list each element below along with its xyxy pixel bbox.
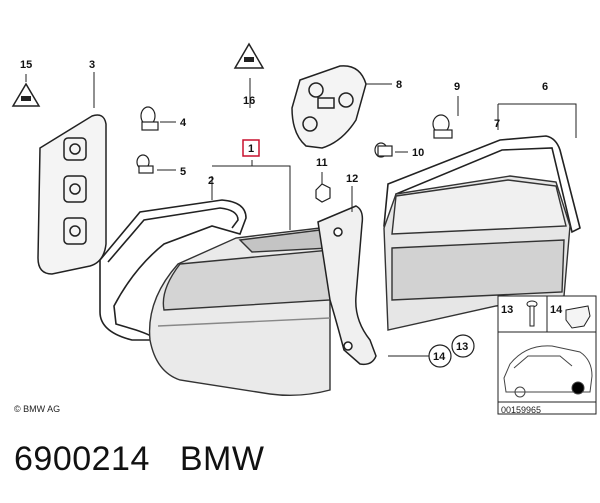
tail-light-part-6 <box>383 175 571 331</box>
callout-8: 8 <box>396 79 402 91</box>
lamp-carrier-part-8 <box>291 65 367 149</box>
gasket-part-7 <box>383 135 581 234</box>
inset-box <box>497 295 597 415</box>
callout-11: 11 <box>316 157 328 169</box>
bulb-part-9 <box>432 114 453 139</box>
callout-6: 6 <box>542 81 548 93</box>
parts-diagram: 15 3 4 5 16 8 9 6 7 10 11 12 2 1 13 14 1… <box>11 42 597 415</box>
callout-10: 10 <box>412 147 424 159</box>
warning-triangle-icon <box>233 42 265 69</box>
callout-12: 12 <box>346 173 358 185</box>
callout-1-highlight <box>242 139 260 157</box>
callout-4: 4 <box>180 117 187 129</box>
callout-3: 3 <box>89 59 95 71</box>
callout-16: 16 <box>243 95 255 107</box>
part-number: 6900214 <box>14 440 150 478</box>
callout-13b: 13 <box>456 341 468 353</box>
callout-14b: 14 <box>433 351 446 363</box>
leader-lines <box>25 72 577 357</box>
car-location-icon <box>503 345 593 398</box>
callout-9: 9 <box>454 81 460 93</box>
bulb-part-5 <box>136 154 154 174</box>
circled-callout-13: 13 <box>451 334 475 358</box>
bulb-part-4 <box>140 106 159 131</box>
callout-2: 2 <box>208 175 214 187</box>
clip-part-14 <box>565 305 591 329</box>
warning-triangle-icon <box>11 82 41 107</box>
copyright-notice: © BMW AG <box>14 404 61 414</box>
callout-5: 5 <box>180 166 186 178</box>
lamp-carrier-part-3 <box>37 114 107 275</box>
circled-callout-14: 14 <box>428 344 452 368</box>
callout-1: 1 <box>248 143 254 155</box>
callout-15: 15 <box>20 59 32 71</box>
screw-part-13 <box>526 300 538 327</box>
diagram-number: 00159965 <box>501 405 541 415</box>
gasket-part-2 <box>99 199 247 341</box>
callout-7: 7 <box>494 118 500 130</box>
footer-title: 6900214 BMW <box>14 440 264 479</box>
callout-14: 14 <box>550 304 563 316</box>
grommet-part-11 <box>315 183 331 203</box>
brand-name: BMW <box>179 440 265 478</box>
tail-light-part-1 <box>148 227 332 397</box>
bulb-part-10 <box>374 142 393 158</box>
callout-13: 13 <box>501 304 513 316</box>
bracket-part-12 <box>317 205 377 366</box>
